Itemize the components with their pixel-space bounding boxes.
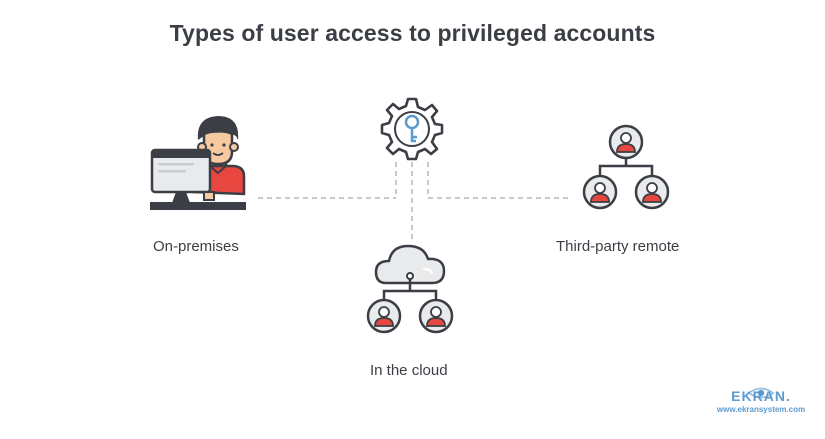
connector-lines <box>258 162 568 240</box>
user-icon-remote-top <box>608 124 644 160</box>
third-party-remote-label: Third-party remote <box>556 238 680 255</box>
cloud-network-icon <box>374 244 446 299</box>
ekran-logo: EKRAN. www.ekransystem.com <box>706 388 816 414</box>
user-icon-cloud-left <box>366 298 402 334</box>
person-at-computer-icon <box>150 116 246 210</box>
third-party-network-icon <box>598 158 654 175</box>
gear-key-icon <box>380 97 444 161</box>
logo-name: EKRAN. <box>731 388 791 404</box>
user-icon-remote-right <box>634 174 670 210</box>
user-icons <box>366 124 670 334</box>
on-premises-label: On-premises <box>153 238 239 255</box>
in-the-cloud-label: In the cloud <box>370 362 448 379</box>
logo-url: www.ekransystem.com <box>716 405 806 414</box>
ekran-eye-icon <box>747 387 775 399</box>
diagram-title: Types of user access to privileged accou… <box>169 20 656 46</box>
user-icon-cloud-right <box>418 298 454 334</box>
user-icon-remote-left <box>582 174 618 210</box>
